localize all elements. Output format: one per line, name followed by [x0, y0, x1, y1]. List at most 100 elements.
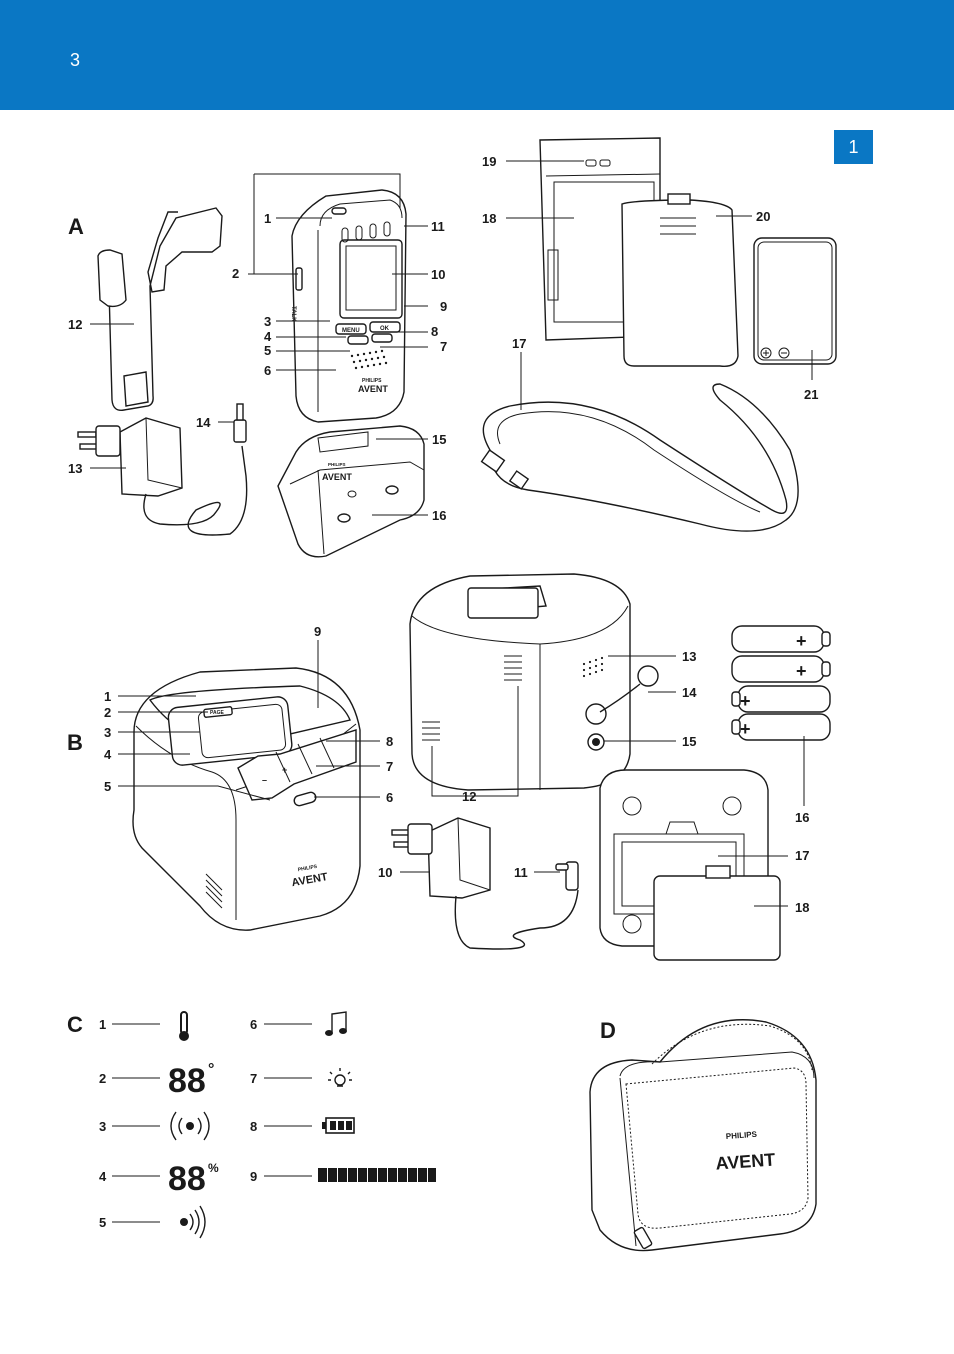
callout-b-2: 2 [104, 705, 111, 720]
callout-a-19: 19 [482, 154, 496, 169]
callout-b-9: 9 [314, 624, 321, 639]
callout-a-18: 18 [482, 211, 496, 226]
callout-b-13: 13 [682, 649, 696, 664]
carry-case-illustration: PHILIPS AVENT [589, 1019, 817, 1252]
callout-b-12: 12 [462, 789, 476, 804]
callout-b-6: 6 [386, 790, 393, 805]
callout-c-7: 7 [250, 1071, 257, 1086]
battery-cover-illustration [621, 193, 739, 367]
callout-b-1: 1 [104, 689, 111, 704]
talk-label: TALK [290, 306, 296, 322]
callout-lines-a [90, 160, 813, 516]
svg-text:+: + [740, 719, 751, 739]
callout-a-12: 12 [68, 317, 82, 332]
humidity-display-icon: 88 % [168, 1160, 219, 1198]
callout-c-2: 2 [99, 1071, 106, 1086]
baby-unit-underside-illustration [599, 769, 781, 961]
callout-a-13: 13 [68, 461, 82, 476]
callout-c-1: 1 [99, 1017, 106, 1032]
ok-label: OK [380, 326, 390, 332]
section-label-d: D [600, 1018, 616, 1043]
svg-text:+: + [740, 691, 751, 711]
baby-unit-back-illustration [409, 573, 659, 791]
section-label-a: A [68, 214, 84, 239]
brand-avent-charger: AVENT [322, 472, 352, 482]
brand-avent-a: AVENT [358, 384, 388, 394]
callout-a-1: 1 [264, 211, 271, 226]
callout-a-3: 3 [264, 314, 271, 329]
callout-a-10: 10 [431, 267, 445, 282]
parent-unit-illustration: MENU OK TALK PHILIPS AVENT [290, 189, 407, 423]
callout-a-21: 21 [804, 387, 818, 402]
svg-text:+: + [282, 765, 287, 775]
night-light-icon [328, 1068, 352, 1087]
music-note-icon [325, 1011, 347, 1036]
sound-level-bar-icon [318, 1168, 436, 1182]
callout-c-9: 9 [250, 1169, 257, 1184]
charger-illustration: PHILIPS AVENT [277, 425, 425, 558]
callout-b-18: 18 [795, 900, 809, 915]
adapter-illustration-a [77, 403, 248, 536]
callout-b-8: 8 [386, 734, 393, 749]
callout-a-17: 17 [512, 336, 526, 351]
humidity-digits: 88 [168, 1160, 206, 1198]
callout-b-15: 15 [682, 734, 696, 749]
sound-waves-icon [180, 1205, 206, 1239]
baby-unit-illustration: PAGE – + PHILIPS AVENT [132, 667, 361, 931]
callout-b-7: 7 [386, 759, 393, 774]
callout-c-4: 4 [99, 1169, 107, 1184]
callout-b-16: 16 [795, 810, 809, 825]
callout-b-10: 10 [378, 865, 392, 880]
callout-c-6: 6 [250, 1017, 257, 1032]
callout-a-14: 14 [196, 415, 211, 430]
battery-icon [322, 1117, 355, 1134]
callout-a-11: 11 [431, 219, 445, 234]
callout-lines-c [112, 1023, 312, 1223]
callout-a-20: 20 [756, 209, 770, 224]
belt-clip-illustration [97, 207, 223, 411]
callout-a-15: 15 [432, 432, 446, 447]
callout-a-5: 5 [264, 343, 271, 358]
callout-c-5: 5 [99, 1215, 106, 1230]
humidity-unit: % [208, 1161, 219, 1175]
svg-text:–: – [262, 775, 267, 785]
callout-a-4: 4 [264, 329, 272, 344]
callout-b-17: 17 [795, 848, 809, 863]
brand-philips-d: PHILIPS [726, 1130, 758, 1141]
section-tab: 1 [834, 130, 873, 164]
lanyard-illustration [480, 383, 799, 532]
callout-c-8: 8 [250, 1119, 257, 1134]
callout-a-7: 7 [440, 339, 447, 354]
callout-b-11: 11 [514, 865, 528, 880]
callout-a-9: 9 [440, 299, 447, 314]
section-label-c: C [67, 1012, 83, 1037]
callout-b-5: 5 [104, 779, 111, 794]
section-label-b: B [67, 730, 83, 755]
svg-text:+: + [796, 631, 807, 651]
callout-a-16: 16 [432, 508, 446, 523]
brand-avent-d: AVENT [715, 1150, 776, 1174]
menu-label: MENU [342, 328, 360, 334]
callout-lines-b [118, 640, 805, 907]
page-label: PAGE [210, 710, 224, 716]
temperature-digits: 88 [168, 1062, 206, 1100]
callout-numbers-c: 1 2 3 4 5 6 7 8 9 [99, 1017, 257, 1230]
temperature-unit: ° [208, 1061, 214, 1078]
page-number: 3 [70, 50, 81, 70]
callout-a-6: 6 [264, 363, 271, 378]
callout-a-2: 2 [232, 266, 239, 281]
callout-b-3: 3 [104, 725, 111, 740]
brand-philips-a: PHILIPS [362, 378, 382, 384]
callout-b-14: 14 [682, 685, 697, 700]
adapter-illustration-b [391, 817, 579, 950]
temperature-display-icon: 88 ° [168, 1061, 214, 1100]
callout-numbers-b: 1 2 3 4 5 6 7 8 9 10 11 12 13 14 15 16 1… [104, 624, 809, 915]
svg-text:+: + [796, 661, 807, 681]
header-bar: 3 [0, 0, 954, 110]
alarm-waves-icon [170, 1111, 210, 1141]
aa-batteries-illustration: + + + + [731, 625, 831, 741]
callout-a-8: 8 [431, 324, 438, 339]
callout-numbers-a: 1 2 3 4 5 6 7 8 9 10 11 12 13 14 15 16 1… [68, 154, 818, 523]
brand-philips-b: PHILIPS [297, 864, 318, 873]
